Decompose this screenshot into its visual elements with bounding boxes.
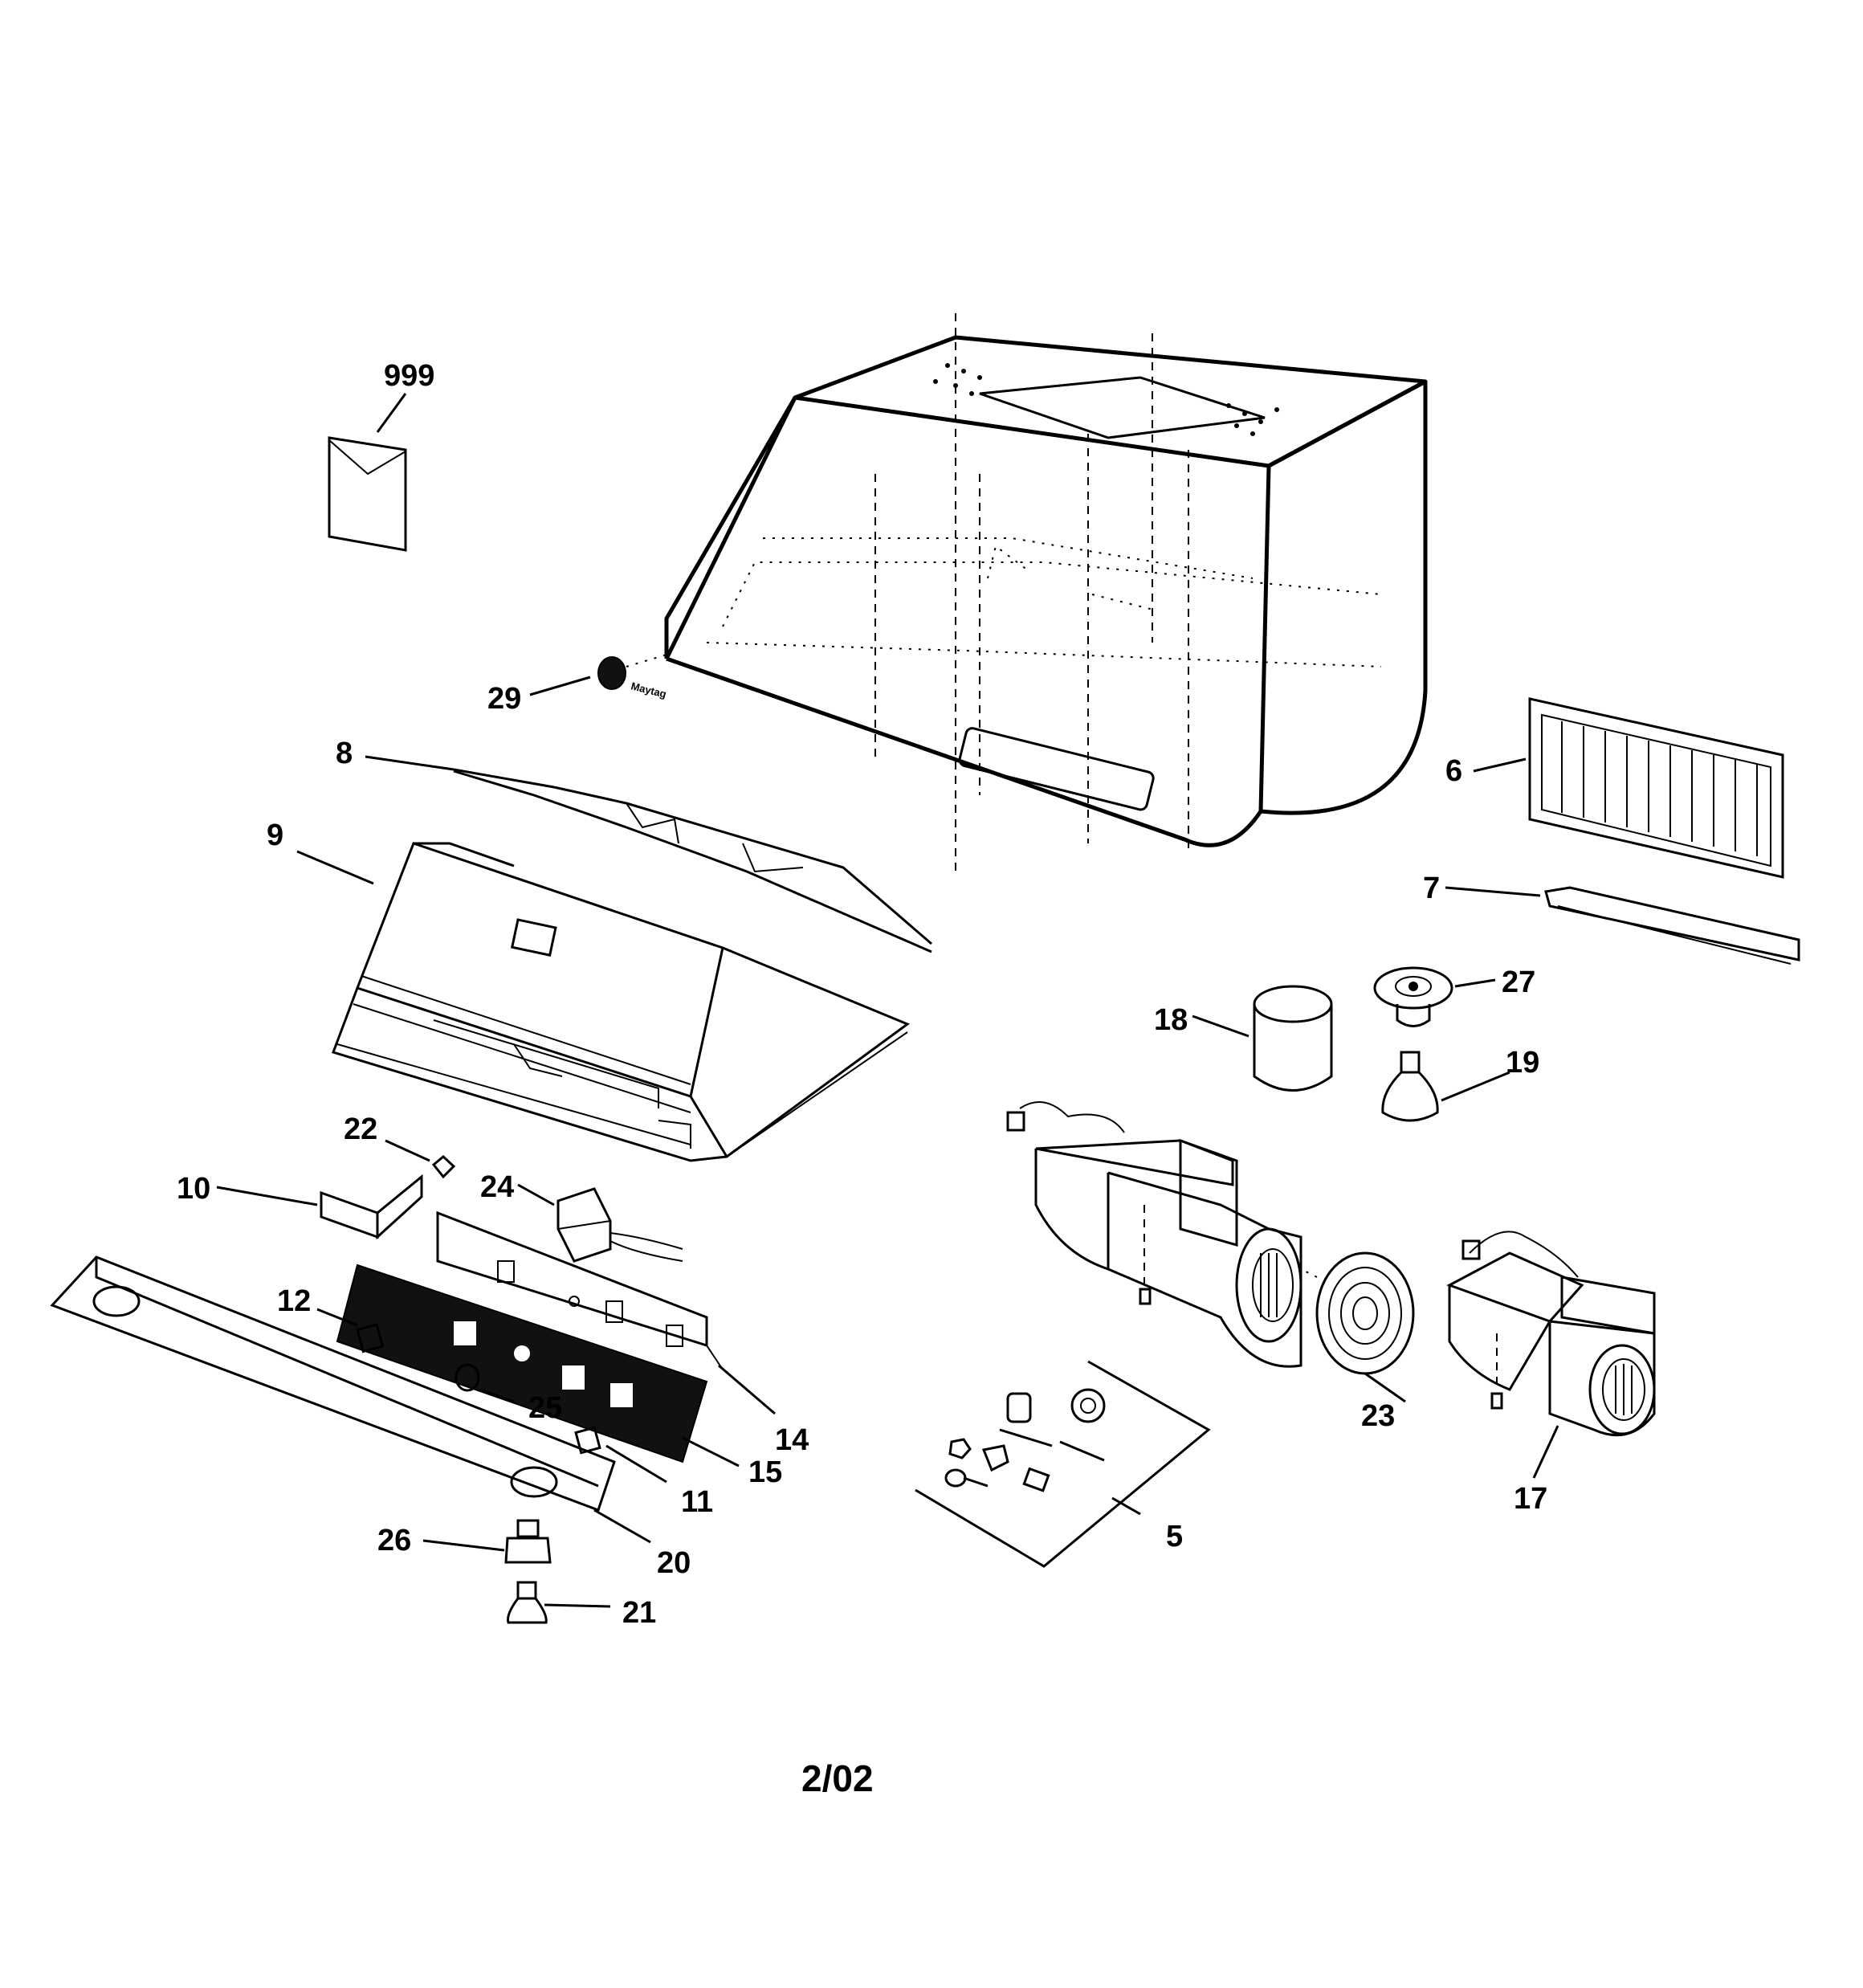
part-21-bulb[interactable] xyxy=(507,1581,611,1624)
callout-29: 29 xyxy=(487,682,521,716)
part-19-bulb[interactable] xyxy=(1381,1051,1510,1122)
callout-15: 15 xyxy=(748,1455,782,1489)
callout-5: 5 xyxy=(1166,1520,1183,1553)
hood-shell[interactable] xyxy=(664,335,1428,847)
part-10-bracket[interactable] xyxy=(216,1174,423,1240)
part-5-hardware-kit[interactable] xyxy=(915,1360,1211,1568)
callout-10: 10 xyxy=(177,1172,210,1206)
callout-24: 24 xyxy=(480,1170,514,1204)
callout-17: 17 xyxy=(1514,1482,1547,1516)
part-25-indicator[interactable] xyxy=(455,1363,515,1403)
part-11-switch[interactable] xyxy=(574,1426,667,1484)
part-8-plate[interactable] xyxy=(365,755,932,953)
part-20-light-shield[interactable] xyxy=(50,1255,651,1544)
callout-27: 27 xyxy=(1502,965,1535,999)
part-12-switch[interactable] xyxy=(316,1308,385,1353)
callout-11: 11 xyxy=(681,1485,713,1519)
part-9-inner-housing[interactable] xyxy=(296,842,911,1162)
callout-26: 26 xyxy=(377,1524,411,1557)
callout-19: 19 xyxy=(1506,1046,1539,1080)
part-999-envelope[interactable] xyxy=(328,393,407,552)
alignment-lines xyxy=(874,313,1189,876)
part-23-blower-wheel[interactable] xyxy=(1300,1251,1415,1403)
callout-7: 7 xyxy=(1423,872,1440,905)
svg-text:Maytag: Maytag xyxy=(630,680,667,700)
callout-9: 9 xyxy=(267,818,283,852)
callout-labels: 999 29 8 9 6 7 27 18 19 22 10 24 12 25 1… xyxy=(177,359,1547,1630)
callout-8: 8 xyxy=(336,737,353,770)
callout-12: 12 xyxy=(277,1284,311,1318)
part-26-lamp-socket[interactable] xyxy=(422,1519,552,1564)
filter-slats xyxy=(1561,721,1758,856)
callout-23: 23 xyxy=(1361,1399,1395,1433)
part-17-blower-assembly[interactable] xyxy=(1446,1231,1656,1479)
callout-20: 20 xyxy=(657,1546,691,1580)
part-15-control-panel[interactable] xyxy=(336,1263,740,1468)
callout-14: 14 xyxy=(775,1423,809,1457)
callout-18: 18 xyxy=(1154,1003,1188,1037)
part-22-connector[interactable] xyxy=(385,1139,456,1179)
callout-22: 22 xyxy=(344,1112,377,1146)
part-24-switch-box[interactable] xyxy=(517,1183,683,1263)
callout-6: 6 xyxy=(1445,754,1462,788)
blower-motor-assembly-left[interactable] xyxy=(1006,1101,1302,1368)
hood-vent-holes xyxy=(933,363,1279,436)
part-7-trough[interactable] xyxy=(1445,886,1800,965)
callout-25: 25 xyxy=(528,1391,562,1425)
callout-21: 21 xyxy=(622,1596,656,1630)
callout-999: 999 xyxy=(384,359,434,393)
part-29-logo-badge[interactable]: Maytag xyxy=(529,654,667,700)
part-6-filter[interactable] xyxy=(1473,697,1784,879)
part-14-control-bracket[interactable] xyxy=(436,1210,776,1415)
part-27-lamp-socket[interactable] xyxy=(1373,966,1496,1027)
part-18-light-cover[interactable] xyxy=(1192,985,1333,1092)
page-code: 2/02 xyxy=(801,1757,874,1799)
